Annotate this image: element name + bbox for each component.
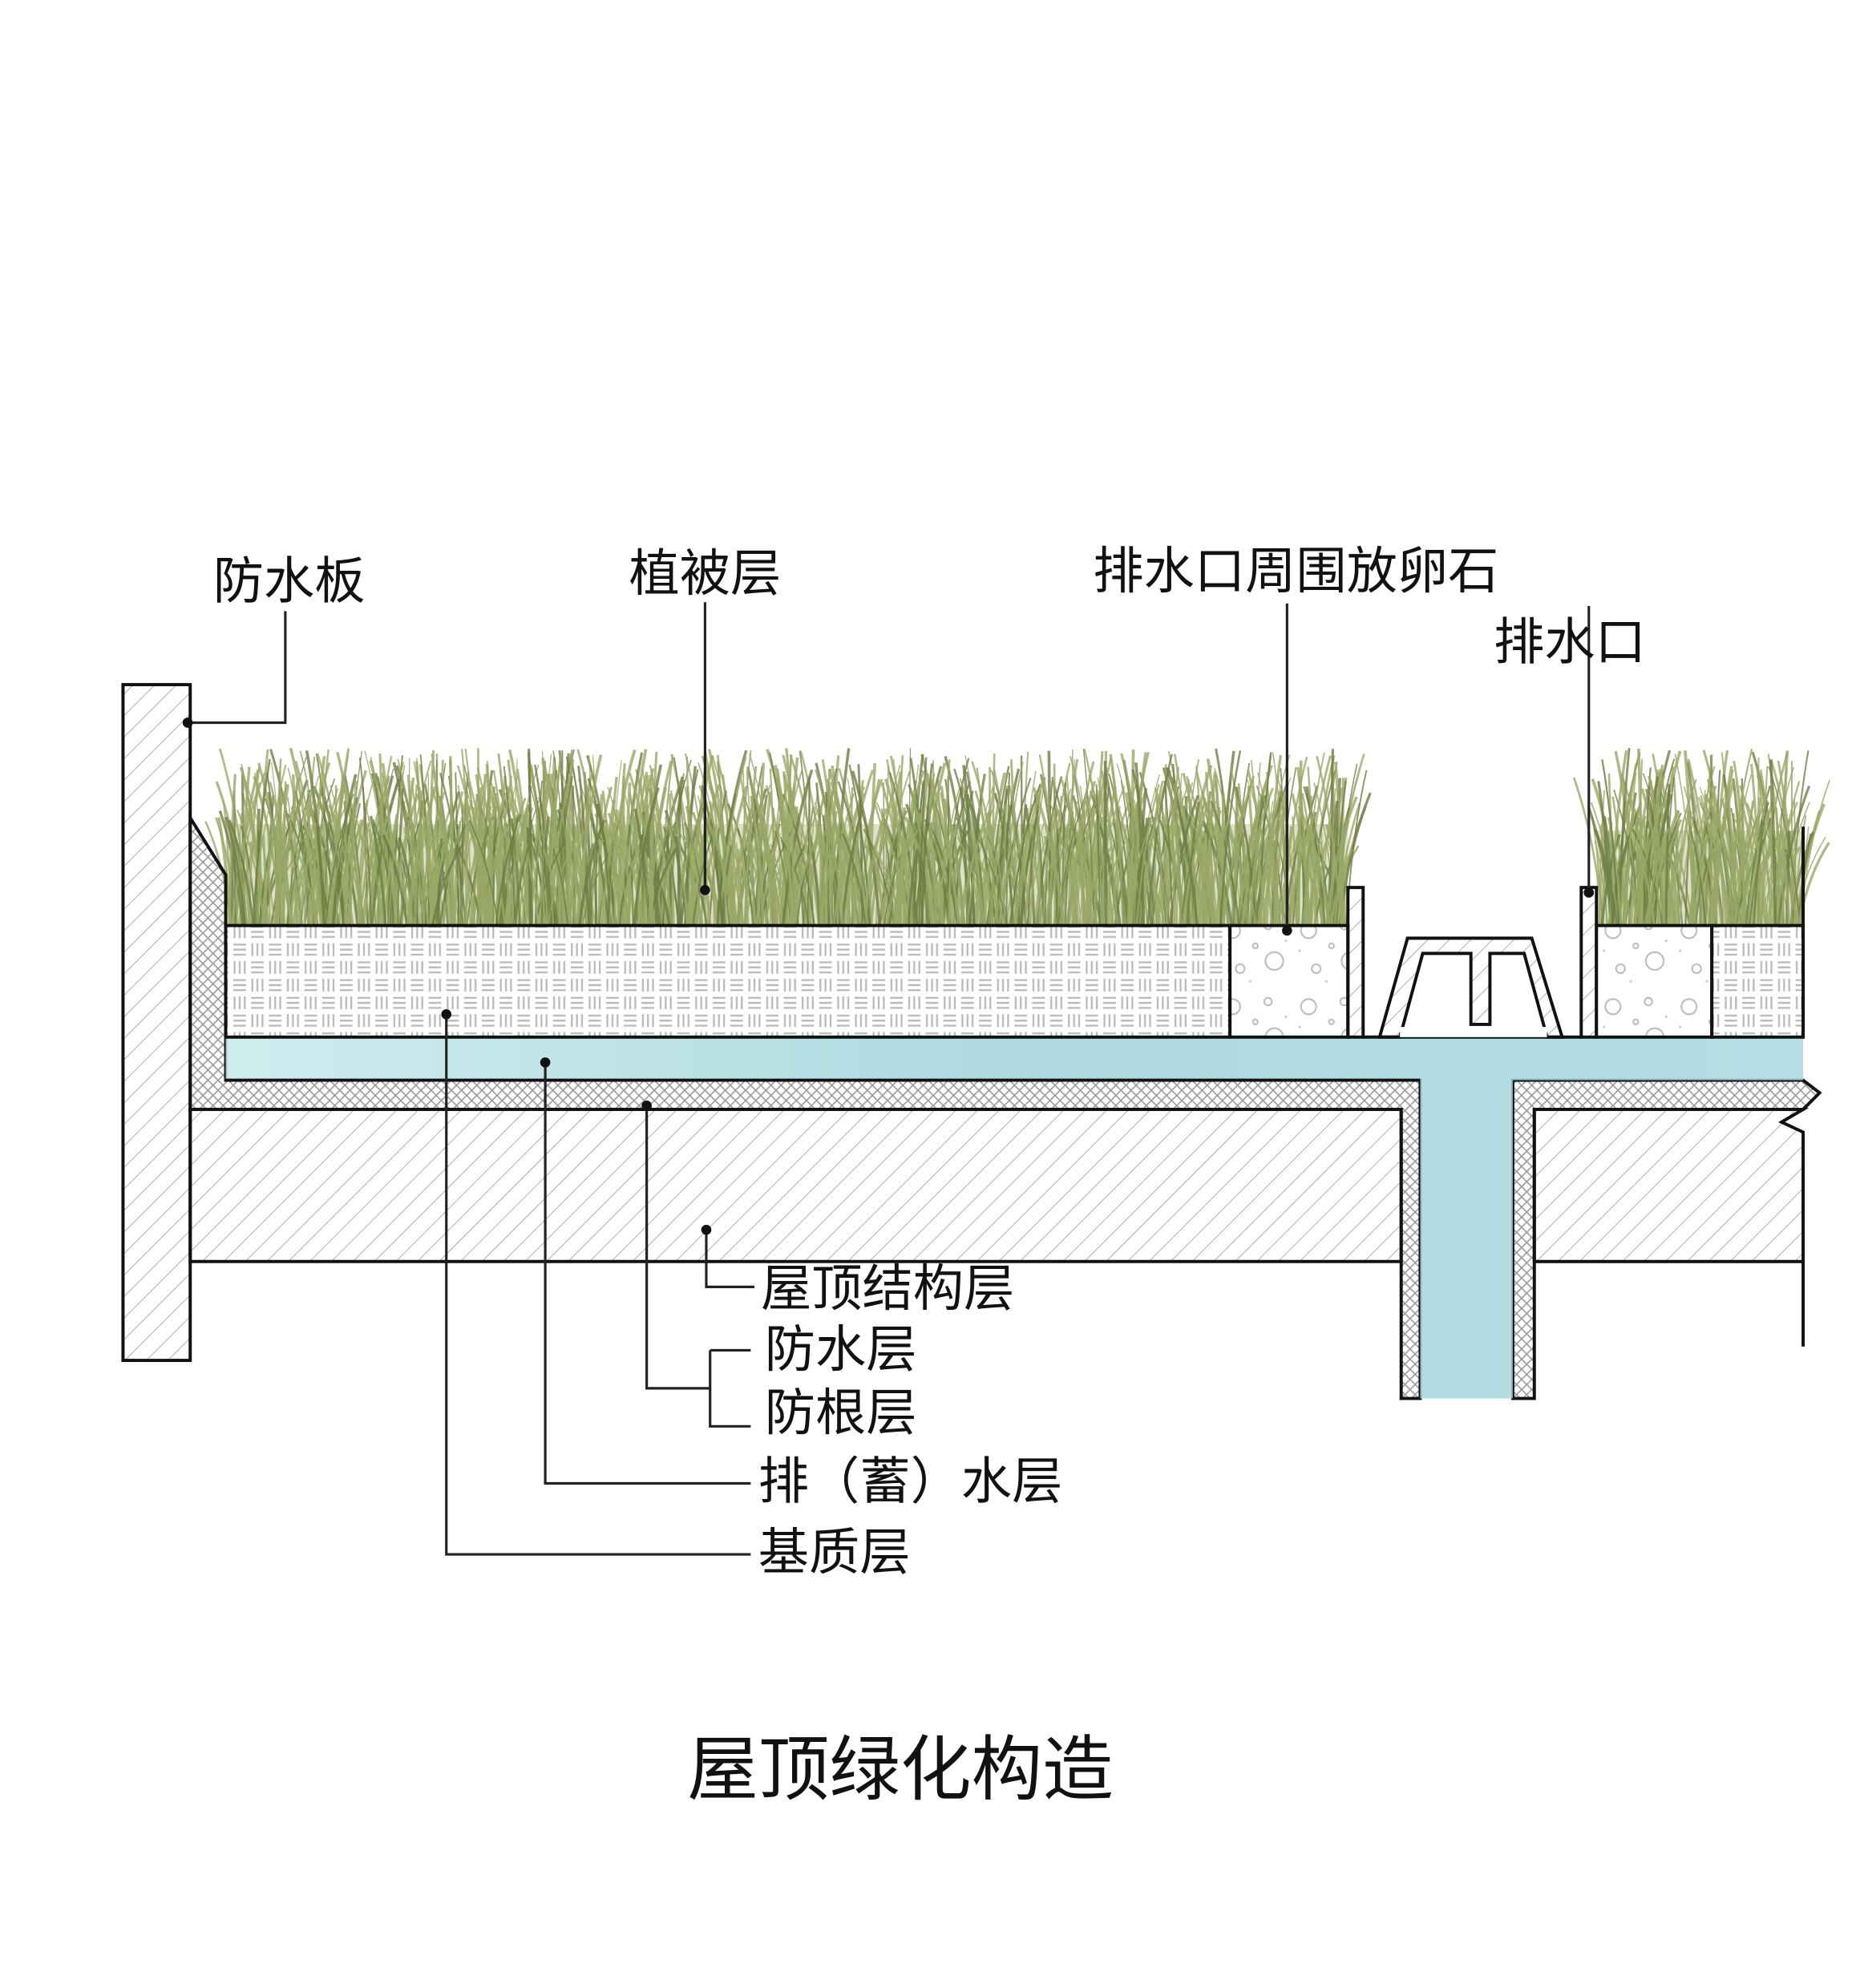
waterproof-board-wall: [121, 683, 192, 1363]
leader-dots: [182, 717, 1595, 1235]
label-drainage-layer: 排（蓄）水层: [758, 1451, 1063, 1510]
vegetation-grass: [204, 747, 1830, 926]
label-roof-structure: 屋顶结构层: [761, 1259, 1014, 1318]
label-waterproof-layer: 防水层: [765, 1319, 917, 1379]
label-vegetation: 植被层: [629, 543, 782, 603]
label-drain: 排水口: [1494, 612, 1646, 671]
label-waterproof-board: 防水板: [213, 552, 366, 611]
drain-outlet-cap: [1377, 936, 1565, 1039]
label-pebbles: 排水口周围放卵石: [1093, 541, 1498, 600]
leader-lines: [188, 602, 1591, 1556]
label-root-barrier: 防根层: [765, 1383, 917, 1442]
diagram-title: 屋顶绿化构造: [687, 1728, 1113, 1811]
substrate-layer-right: [1710, 923, 1805, 1039]
roof-structure-slab: [188, 1107, 1403, 1263]
pebble-fill-right: [1595, 923, 1714, 1039]
drainage-layer-water: [225, 1036, 1804, 1399]
upstand-right: [1579, 886, 1599, 1039]
roof-structure-slab-right: [1532, 1107, 1809, 1263]
substrate-layer: [224, 923, 1232, 1039]
pebble-fill-left: [1228, 923, 1350, 1039]
upstand-left: [1346, 886, 1365, 1039]
label-substrate: 基质层: [758, 1522, 911, 1582]
